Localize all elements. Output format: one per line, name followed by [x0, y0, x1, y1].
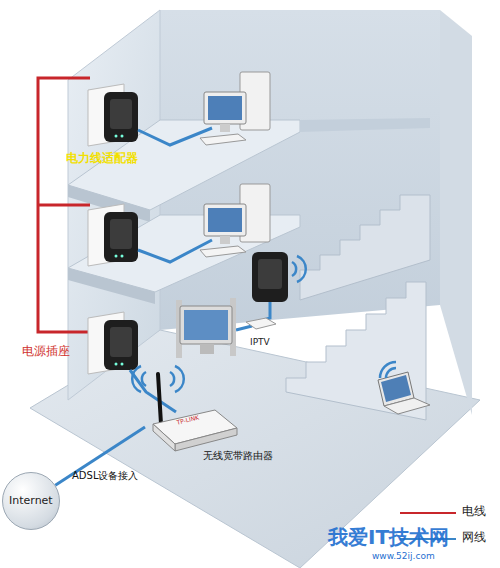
node-text: 无线宽带路由器 [203, 450, 273, 461]
desktop-pc [200, 184, 270, 257]
wireless-signal [132, 256, 396, 392]
node-text: Internet [9, 495, 53, 507]
internet-globe: Internet [2, 472, 60, 530]
wireless-router: 无线宽带路由器 [145, 372, 275, 467]
network-link [55, 427, 145, 485]
powerline-adapter [88, 84, 138, 146]
upper-stairs [300, 195, 430, 300]
legend-line [400, 512, 456, 514]
router-side [175, 428, 237, 451]
powerline-adapter [252, 252, 288, 302]
stairs [286, 282, 426, 420]
laptop [378, 372, 430, 414]
power-wire [38, 78, 90, 332]
watermark-url: www.52ij.com [372, 552, 435, 562]
legend-text: 网线 [462, 531, 486, 544]
slab-edge [300, 118, 430, 132]
desktop-pc [200, 72, 270, 145]
socket-label: 电源插座 [22, 345, 70, 358]
watermark: 我爱IT技术网 [328, 526, 449, 548]
iptv-label: IPTV [250, 338, 270, 348]
router-antenna [158, 374, 161, 424]
adapter-label: 电力线适配器 [66, 152, 138, 165]
powerline-adapter [88, 204, 138, 266]
slab-edge [68, 268, 155, 304]
router-side [153, 424, 175, 451]
edge-label: ADSL设备接入 [72, 470, 138, 481]
powerline-adapter [88, 312, 138, 374]
iptv-box [246, 318, 276, 329]
link-line [55, 427, 145, 485]
legend-text: 电线 [462, 505, 486, 518]
right-wall [440, 10, 472, 415]
television [176, 298, 236, 358]
network-cable [130, 128, 270, 412]
